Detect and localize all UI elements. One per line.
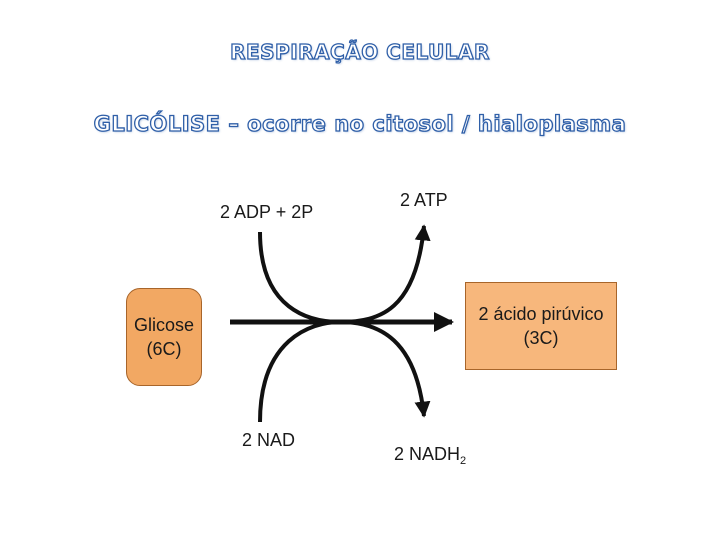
glucose-box: Glicose (6C) [126, 288, 202, 386]
glucose-label: Glicose [133, 315, 195, 335]
glycolysis-diagram: Glicose (6C) 2 ácido pirúvico (3C) 2 ADP… [100, 160, 660, 500]
nadh2-label: 2 NADH2 [394, 444, 466, 467]
pyruvic-acid-carbons: (3C) [523, 328, 559, 348]
nadh-subscript: 2 [460, 455, 467, 467]
pyruvic-acid-box: 2 ácido pirúvico (3C) [465, 282, 617, 370]
atp-label: 2 ATP [400, 190, 448, 210]
nadh-text: 2 NADH [394, 444, 461, 464]
slide-subtitle: GLICÓLISE – ocorre no citosol / hialopla… [93, 111, 627, 136]
diagram-arrows [230, 224, 454, 423]
pyruvic-acid-label: 2 ácido pirúvico [478, 304, 604, 324]
adp-label: 2 ADP + 2P [220, 202, 314, 222]
slide-title: RESPIRAÇÃO CELULAR [229, 39, 490, 64]
nadh-formation-arrow [258, 319, 431, 423]
glucose-carbons: (6C) [146, 339, 182, 359]
nad-label: 2 NAD [242, 430, 296, 450]
atp-formation-arrow [258, 224, 431, 325]
